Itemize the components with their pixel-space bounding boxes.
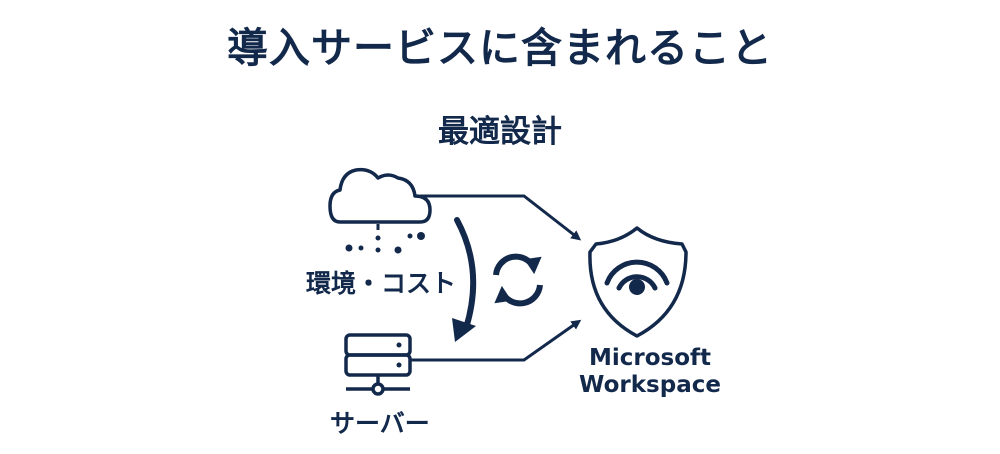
environment-cost-label: 環境・コスト	[306, 269, 457, 298]
microsoft-workspace-label: Microsoft Workspace	[560, 345, 740, 399]
server-to-workspace-arrow	[410, 319, 582, 362]
shield-wifi-icon	[588, 226, 688, 338]
cloud-data-dots-icon	[345, 224, 425, 254]
section-subtitle: 最適設計	[438, 114, 562, 150]
curved-arrow-icon	[452, 217, 477, 342]
microsoft-workspace-label-line1: Microsoft	[588, 345, 712, 371]
cloud-to-workspace-arrow	[420, 194, 582, 241]
sync-icon	[493, 253, 543, 307]
server-label: サーバー	[330, 409, 430, 438]
microsoft-workspace-label-line2: Workspace	[579, 372, 721, 398]
cloud-icon	[328, 167, 432, 224]
page-title: 導入サービスに含まれること	[227, 24, 773, 72]
server-icon	[344, 333, 412, 396]
